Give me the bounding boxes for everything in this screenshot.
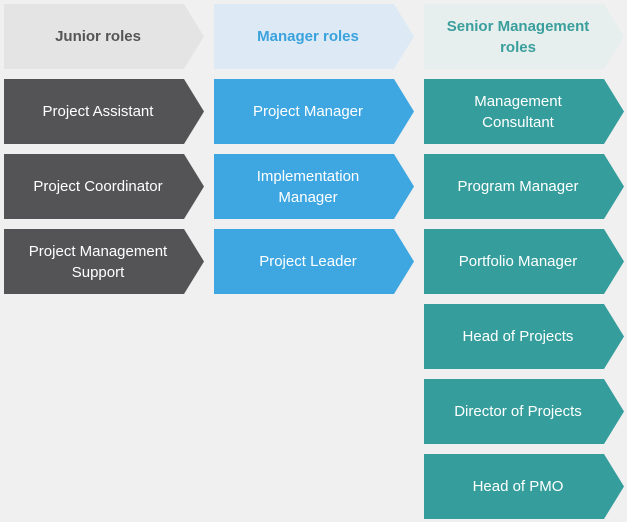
junior-roles-header: Junior roles [4,4,204,69]
role-portfolio-manager: Portfolio Manager [424,229,624,294]
role-project-manager: Project Manager [214,79,414,144]
role-management-consultant: Management Consultant [424,79,624,144]
manager-roles-header: Manager roles [214,4,414,69]
role-director-of-projects: Director of Projects [424,379,624,444]
role-project-management-support: Project Management Support [4,229,204,294]
role-program-manager: Program Manager [424,154,624,219]
role-head-of-projects: Head of Projects [424,304,624,369]
role-implementation-manager: Implementation Manager [214,154,414,219]
senior-management-roles-header: Senior Management roles [424,4,624,69]
role-project-coordinator: Project Coordinator [4,154,204,219]
role-project-assistant: Project Assistant [4,79,204,144]
role-head-of-pmo: Head of PMO [424,454,624,519]
role-project-leader: Project Leader [214,229,414,294]
